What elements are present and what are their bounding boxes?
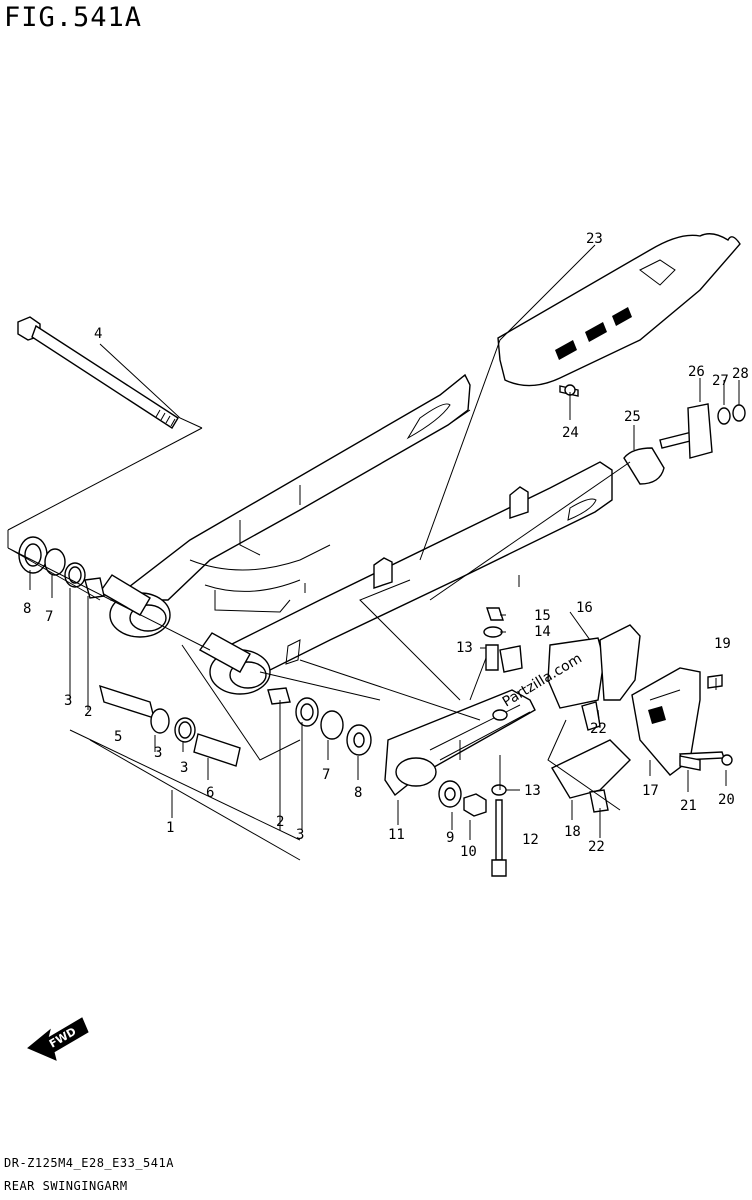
section-name: REAR SWINGINGARM [4, 1179, 128, 1193]
collar-parts-13-14-15 [483, 607, 523, 673]
label-25: 25 [624, 409, 641, 425]
label-22b: 22 [588, 839, 605, 855]
callout-labels: 4 23 24 25 26 27 28 15 14 13 16 19 8 7 3… [23, 231, 749, 860]
label-17: 17 [642, 783, 659, 799]
label-3c: 3 [180, 760, 188, 776]
fwd-arrow-icon: FWD [27, 1017, 89, 1061]
label-9: 9 [446, 830, 454, 846]
model-code: DR-Z125M4_E28_E33_541A [4, 1156, 174, 1170]
label-10: 10 [460, 844, 477, 860]
chain-slider-part-11 [384, 689, 536, 797]
label-7b: 7 [322, 767, 330, 783]
label-13b: 13 [524, 783, 541, 799]
label-18: 18 [564, 824, 581, 840]
chain-adjuster-parts [623, 403, 746, 485]
bolt-part-12 [491, 784, 507, 877]
label-16: 16 [576, 600, 593, 616]
label-4: 4 [94, 326, 102, 342]
swingarm-part-1 [98, 373, 613, 695]
pivot-shaft-part-4 [17, 316, 179, 429]
label-27: 27 [712, 373, 729, 389]
label-1: 1 [166, 820, 174, 836]
tensioner-parts-16-22 [547, 624, 733, 813]
label-22a: 22 [590, 721, 607, 737]
label-19: 19 [714, 636, 731, 652]
bolt-part-24 [559, 384, 579, 397]
label-5: 5 [114, 729, 122, 745]
label-12: 12 [522, 832, 539, 848]
pivot-bushings-right [267, 687, 372, 756]
leader-lines [7, 244, 740, 861]
label-6: 6 [206, 785, 214, 801]
label-2a: 2 [84, 704, 92, 720]
washer-nut-parts-9-10 [438, 780, 487, 817]
label-8b: 8 [354, 785, 362, 801]
label-28: 28 [732, 366, 749, 382]
label-14: 14 [534, 624, 551, 640]
label-2b: 2 [276, 814, 284, 830]
label-13a: 13 [456, 640, 473, 656]
label-23: 23 [586, 231, 603, 247]
label-26: 26 [688, 364, 705, 380]
label-8a: 8 [23, 601, 31, 617]
label-3b: 3 [154, 745, 162, 761]
label-3a: 3 [64, 693, 72, 709]
figure-title: FIG.541A [4, 2, 143, 33]
label-24: 24 [562, 425, 579, 441]
label-11: 11 [388, 827, 405, 843]
pivot-bushings-left [18, 536, 241, 767]
label-3d: 3 [296, 827, 304, 843]
label-15: 15 [534, 608, 551, 624]
label-21: 21 [680, 798, 697, 814]
label-7a: 7 [45, 609, 53, 625]
chain-guard-part-23 [497, 233, 741, 387]
label-20: 20 [718, 792, 735, 808]
